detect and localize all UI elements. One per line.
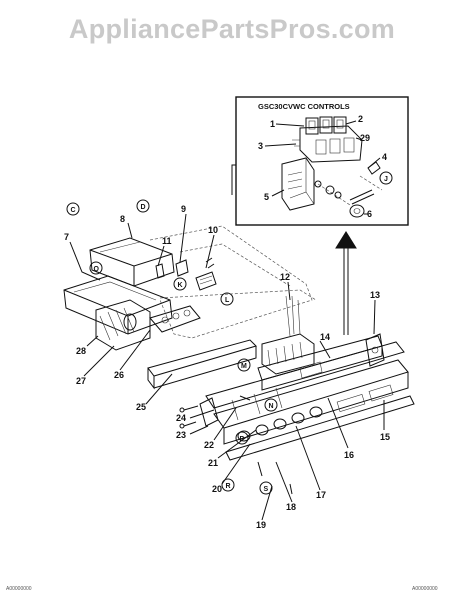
part-label-24: 24	[176, 413, 186, 423]
relay-cluster	[95, 299, 201, 351]
leader-2	[345, 120, 357, 125]
part-8-housing	[89, 237, 175, 287]
ref-circle-l: L	[220, 292, 234, 306]
part-label-27: 27	[76, 376, 86, 386]
part-7-tray	[63, 275, 173, 335]
inset-title: GSC30CVWC CONTROLS	[258, 102, 350, 111]
part-25-rear-strip	[147, 339, 257, 390]
svg-text:K: K	[178, 282, 183, 289]
pointer-arrow	[335, 231, 357, 335]
svg-text:R: R	[226, 483, 231, 490]
part-label-6: 6	[367, 209, 372, 219]
part-label-21: 21	[208, 458, 218, 468]
ref-circle-s: S	[259, 481, 273, 495]
footer-left-code: A00000000	[6, 586, 32, 592]
part-label-8: 8	[120, 214, 125, 224]
leader-1	[275, 123, 305, 127]
ref-circle-c: C	[66, 202, 80, 216]
leader-3	[264, 143, 297, 147]
control-panel-front	[205, 341, 415, 461]
timer-module	[281, 157, 322, 211]
part-label-4: 4	[382, 152, 387, 162]
part-label-19: 19	[256, 520, 266, 530]
controls-inset: GSC30CVWC CONTROLS	[231, 96, 409, 226]
part-label-26: 26	[114, 370, 124, 380]
ref-circle-d: D	[136, 199, 150, 213]
part-label-1: 1	[270, 119, 275, 129]
part-label-9: 9	[181, 204, 186, 214]
svg-text:C: C	[71, 207, 76, 214]
part-label-22: 22	[204, 440, 214, 450]
ref-circle-j: J	[379, 171, 393, 185]
part-label-16: 16	[344, 450, 354, 460]
switch-block	[292, 116, 363, 163]
brackets-screws	[179, 395, 251, 429]
svg-text:P: P	[240, 436, 245, 443]
part-label-20: 20	[212, 484, 222, 494]
part-label-11: 11	[162, 236, 172, 246]
ref-circle-r: R	[221, 478, 235, 492]
part-label-23: 23	[176, 430, 186, 440]
part-label-18: 18	[286, 502, 296, 512]
part-label-15: 15	[380, 432, 390, 442]
inset-bracket	[231, 164, 236, 195]
svg-text:N: N	[269, 403, 274, 410]
part-label-14: 14	[320, 332, 330, 342]
ref-circle-n: N	[264, 398, 278, 412]
leader-4	[367, 157, 381, 169]
leader-5	[271, 189, 285, 197]
part-label-29: 29	[360, 133, 370, 143]
svg-text:L: L	[225, 297, 230, 304]
part-label-10: 10	[208, 225, 218, 235]
leader-lines	[69, 213, 385, 521]
inset-frame	[235, 96, 409, 226]
part-label-7: 7	[64, 232, 69, 242]
ref-circle-q: Q	[89, 261, 103, 275]
part-label-17: 17	[316, 490, 326, 500]
part-label-5: 5	[264, 192, 269, 202]
ref-circle-p: P	[235, 431, 249, 445]
part-label-28: 28	[76, 346, 86, 356]
part-14-panel-back	[257, 335, 383, 391]
part-label-2: 2	[358, 114, 363, 124]
part-label-12: 12	[280, 272, 290, 282]
part-number-labels: 1 2 3 4 5 6 7 8 9 10 11 12 13 14 15 16 1…	[64, 114, 390, 530]
ref-circle-k: K	[173, 277, 187, 291]
svg-text:S: S	[264, 486, 269, 493]
shaft-knob	[317, 161, 383, 218]
small-parts	[155, 257, 217, 291]
watermark: AppliancePartsPros.com	[68, 14, 396, 44]
svg-text:M: M	[241, 363, 247, 370]
part-label-13: 13	[370, 290, 380, 300]
svg-text:Q: Q	[94, 266, 100, 273]
screws-19	[257, 461, 293, 495]
circle-reference-labels: C D J K L M N P Q R S	[66, 171, 393, 495]
ref-circle-m: M	[237, 358, 251, 372]
footer-right-code: A00000000	[412, 586, 438, 592]
leader-29	[355, 137, 363, 141]
part-label-3: 3	[258, 141, 263, 151]
part-13-end-cap	[365, 333, 385, 367]
svg-text:J: J	[384, 176, 388, 183]
cooktop-frame	[149, 225, 317, 339]
svg-text:D: D	[141, 204, 146, 211]
part-label-25: 25	[136, 402, 146, 412]
